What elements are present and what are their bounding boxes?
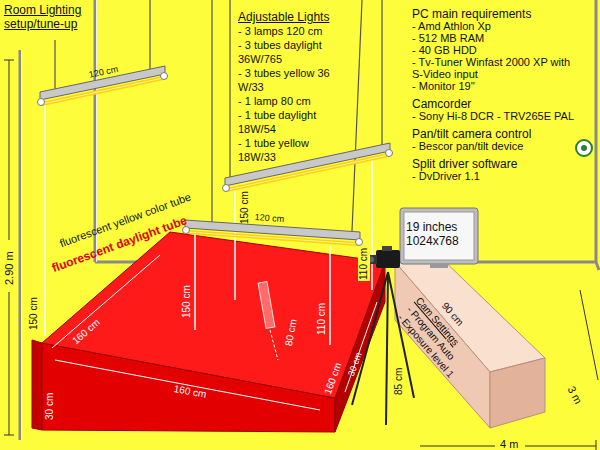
spec-text: - Tv-Tuner Winfast 2000 XP with S-Video … xyxy=(412,56,580,80)
spec-text: - 3 tubes daylight 36W/765 xyxy=(238,38,343,66)
list-heading: Pan/tilt camera control xyxy=(412,128,580,140)
spec-text: - 1 lamp 80 cm xyxy=(238,94,343,108)
dimension-label: 80 cm xyxy=(283,318,300,347)
spec-text: - Sony Hi-8 DCR - TRV265E PAL xyxy=(412,110,580,122)
dimension-label: 150 cm xyxy=(28,297,40,330)
dimension-label: 160 cm xyxy=(70,316,103,347)
dimension-label: 110 cm xyxy=(358,247,370,281)
desk xyxy=(395,252,545,428)
dimension-label: 160 cm xyxy=(322,361,344,396)
dimension-label: 2.90 m xyxy=(3,251,16,285)
hanging-wires xyxy=(55,0,382,231)
wall-edge xyxy=(596,262,599,270)
spec-text: - 3 lamps 120 cm xyxy=(238,24,343,38)
platform-dimension-lines xyxy=(52,255,377,410)
lamp-120cm xyxy=(223,143,393,192)
dimension-label: 110 cm xyxy=(316,303,328,335)
monitor xyxy=(400,208,478,268)
spec-text: - 3 tubes yellow 36 W/33 xyxy=(238,66,343,94)
height-lines xyxy=(45,104,372,345)
dimension-label: 150 cm xyxy=(239,191,251,224)
list-heading: Split driver software xyxy=(412,158,580,170)
dimension-label: 4 m xyxy=(500,438,518,450)
spec-text: - 512 MB RAM xyxy=(412,32,580,44)
dimension-label: 120 cm xyxy=(88,64,119,81)
spec-text: - 1 tube daylight 18W/54 xyxy=(238,108,343,136)
spec-text: - DvDriver 1.1 xyxy=(412,170,580,182)
spec-text: - Bescor pan/tilt device xyxy=(412,140,580,152)
spec-text: - Amd Athlon Xp xyxy=(412,20,580,32)
dimension-label: 120 cm xyxy=(254,212,284,225)
dimension-label: 150 cm xyxy=(181,285,193,318)
dimension-label: 3 m xyxy=(564,384,584,406)
logo-symbol xyxy=(576,140,592,156)
tripod xyxy=(352,272,414,425)
dimension-label: 30 cm xyxy=(44,393,56,420)
dimension-label: 85 cm xyxy=(393,368,405,395)
dimension-label: 30 cm xyxy=(346,351,365,378)
spec-text: - 40 GB HDD xyxy=(412,44,580,56)
camcorder xyxy=(368,246,400,268)
spec-text: - Monitor 19'' xyxy=(412,80,580,92)
wall-edge xyxy=(94,0,97,262)
room-dimension-lines xyxy=(4,60,598,450)
list-heading: Adjustable Lights xyxy=(238,10,343,24)
monitor-label: 19 inches 1024x768 xyxy=(406,220,472,249)
spec-text: - 1 tube yellow 18W/33 xyxy=(238,136,343,164)
room-walls xyxy=(20,0,599,440)
wall-edge xyxy=(595,0,598,262)
lamp-80cm xyxy=(258,281,278,360)
page-title: Room Lighting setup/tune-up xyxy=(4,3,100,32)
list-heading: PC main requirements xyxy=(412,8,580,20)
dimension-label: 160 cm xyxy=(173,383,207,401)
wall-edge xyxy=(19,50,22,440)
list-heading: Camcorder xyxy=(412,98,580,110)
